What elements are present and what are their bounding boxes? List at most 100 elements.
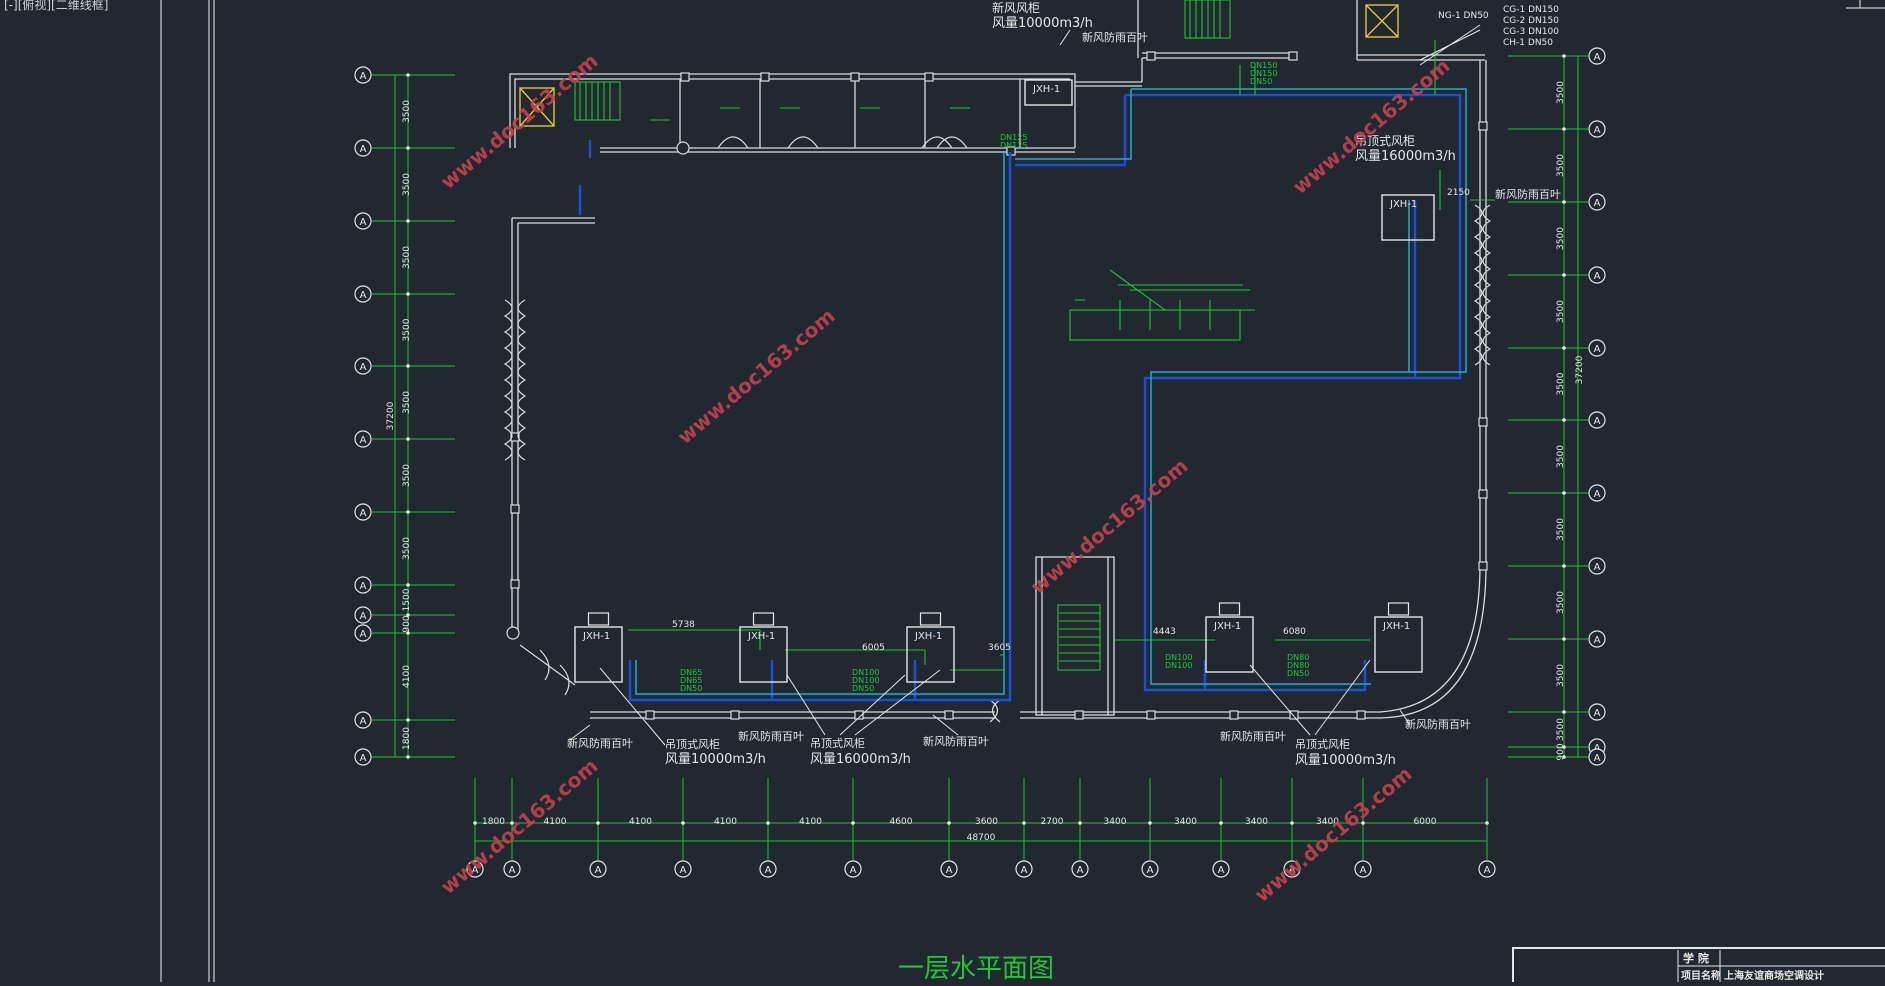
unit-box (1381, 194, 1435, 241)
fan-br-flow: 风量10000m3/h (1295, 753, 1396, 768)
bottom-tick (1485, 821, 1489, 825)
bottom-tick (596, 821, 600, 825)
left-dim-label: 3500 (402, 318, 412, 341)
bottom-axis-bubble-label: A (472, 865, 479, 876)
right-tick (1562, 200, 1566, 204)
right-axis-bubble-label: A (1594, 753, 1601, 764)
left-axis-bubble (354, 748, 372, 766)
bottom-axis-bubble (1478, 860, 1496, 878)
left-tick (406, 146, 410, 150)
title-block-row1-label: 学 院 (1683, 951, 1709, 965)
right-axis-bubble-label: A (1594, 635, 1601, 646)
left-axis-bubble (354, 624, 372, 642)
leader-lines (628, 40, 1495, 671)
unit-label: JXH-1 (747, 631, 775, 642)
bottom-dim-label: 3400 (1316, 817, 1339, 827)
left-axis-bubble (354, 606, 372, 624)
air-ducts (578, 88, 1467, 702)
bottom-dim-label: 3400 (1104, 817, 1127, 827)
bottom-axis-bubble-label: A (1360, 865, 1367, 876)
left-axis-bubble-label: A (360, 290, 367, 301)
unit-box-head (1387, 602, 1410, 616)
right-tick (1562, 710, 1566, 714)
bottom-dim-label: 1800 (482, 817, 505, 827)
left-axis-bubble-label: A (360, 753, 367, 764)
bottom-axis-bubble-label: A (1021, 865, 1028, 876)
pipe-dn-1: DN125 (1000, 133, 1027, 142)
right-dim-label: 3500 (1556, 518, 1566, 541)
watermark-4: www.doc163.com (1288, 54, 1455, 199)
pipe-dn-3: DN150 (1250, 61, 1277, 70)
left-tick (406, 219, 410, 223)
pipe-dn-6: DN65 (680, 668, 702, 677)
right-dim-label: 3500 (1556, 154, 1566, 177)
bottom-tick (947, 821, 951, 825)
unit-box (739, 626, 788, 683)
bottom-axis-bubble (1015, 860, 1033, 878)
pipe-legend-2: CG-2 DN150 (1503, 16, 1559, 26)
left-axis-bubble-label: A (360, 435, 367, 446)
right-axis-bubble (1588, 630, 1606, 648)
structural-columns (506, 51, 1488, 720)
right-axis-grid: A3500A3500A3500A3500A3500A3500A3500A3500… (1508, 47, 1606, 766)
right-axis-bubble (1588, 484, 1606, 502)
right-axis-bubble (1588, 193, 1606, 211)
bottom-axis-bubble-label: A (946, 865, 953, 876)
fan-bl-1: 吊顶式风柜 (665, 738, 720, 751)
pipe-dn-12: DN100 (1165, 653, 1192, 662)
fan-top-line2: 风量10000m3/h (992, 16, 1093, 31)
right-axis-bubble (1588, 557, 1606, 575)
title-block-row2-label: 项目名称 (1681, 969, 1721, 982)
right-tick (1562, 755, 1566, 759)
pipe-legend-1: CG-1 DN150 (1503, 5, 1559, 15)
dim-3605: 3605 (988, 643, 1011, 653)
right-axis-bubble (1588, 47, 1606, 65)
left-axis-bubble (354, 357, 372, 375)
left-dim-label: 1800 (402, 727, 412, 750)
right-dim-label: 3500 (1556, 718, 1566, 741)
right-axis-bubble (1588, 339, 1606, 357)
bottom-tick (851, 821, 855, 825)
bottom-axis-bubble (1212, 860, 1230, 878)
pipe-dn-5: DN50 (1250, 77, 1272, 86)
left-tick (406, 613, 410, 617)
bottom-dim-label: 4100 (799, 817, 822, 827)
left-tick (406, 583, 410, 587)
building-walls (509, 0, 1487, 719)
viewport-label[interactable]: [-][俯视][二维线框] (4, 0, 109, 12)
bottom-tick (766, 821, 770, 825)
title-block: 学 院 项目名称 上海友谊商场空调设计 (1512, 947, 1885, 986)
unit-label: JXH-1 (1389, 199, 1417, 210)
unit-box-head (587, 612, 610, 626)
right-dim-label: 3500 (1556, 591, 1566, 614)
bottom-axis-bubble (466, 860, 484, 878)
fan-bl-1-flow: 风量10000m3/h (665, 752, 766, 767)
bottom-axis-bubble (503, 860, 521, 878)
sheet-frame (160, 0, 1885, 982)
left-axis-bubble (354, 139, 372, 157)
bottom-axis-bubble (759, 860, 777, 878)
title-block-row2-value: 上海友谊商场空调设计 (1724, 969, 1824, 982)
bottom-tick (1361, 821, 1365, 825)
unit-label: JXH-1 (1213, 621, 1241, 632)
unit-box (1205, 616, 1254, 673)
right-axis-bubble (1588, 703, 1606, 721)
unit-box-head (1218, 602, 1241, 616)
unit-box (1024, 79, 1073, 106)
bottom-axis-bubble (940, 860, 958, 878)
right-axis-bubble-label: A (1594, 198, 1601, 209)
louver-bl-2: 新风防雨百叶 (738, 729, 804, 743)
bottom-tick (1219, 821, 1223, 825)
right-axis-bubble-label: A (1594, 489, 1601, 500)
right-axis-bubble-label: A (1594, 562, 1601, 573)
bottom-total-label: 48700 (967, 833, 996, 843)
bottom-axis-bubble-label: A (1077, 865, 1084, 876)
watermark-5: www.doc163.com (436, 754, 603, 899)
bottom-axis-bubble-label: A (1484, 865, 1491, 876)
unit-box (1374, 616, 1423, 673)
bottom-axis-bubble-label: A (680, 865, 687, 876)
pipe-dn-15: DN80 (1287, 661, 1309, 670)
bottom-axis-grid: A1800A4100A4100A4100A4100A4600A3600A2700… (466, 778, 1496, 878)
